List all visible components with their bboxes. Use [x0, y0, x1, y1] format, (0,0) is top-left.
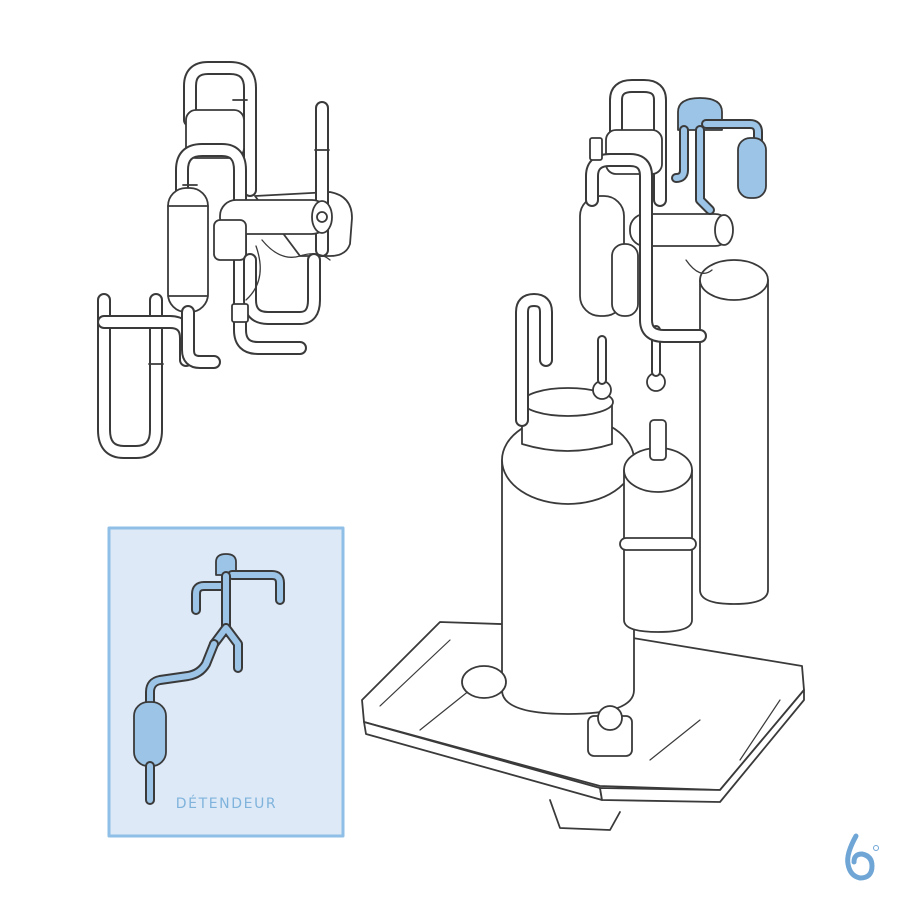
compressor-assembly — [361, 79, 805, 831]
detendeur-inset — [107, 526, 345, 838]
detendeur-label: DÉTENDEUR — [175, 796, 278, 812]
piping-subassembly — [97, 61, 353, 459]
expansion-valve-highlight — [671, 97, 767, 215]
water-drop-logo-icon — [845, 833, 879, 881]
